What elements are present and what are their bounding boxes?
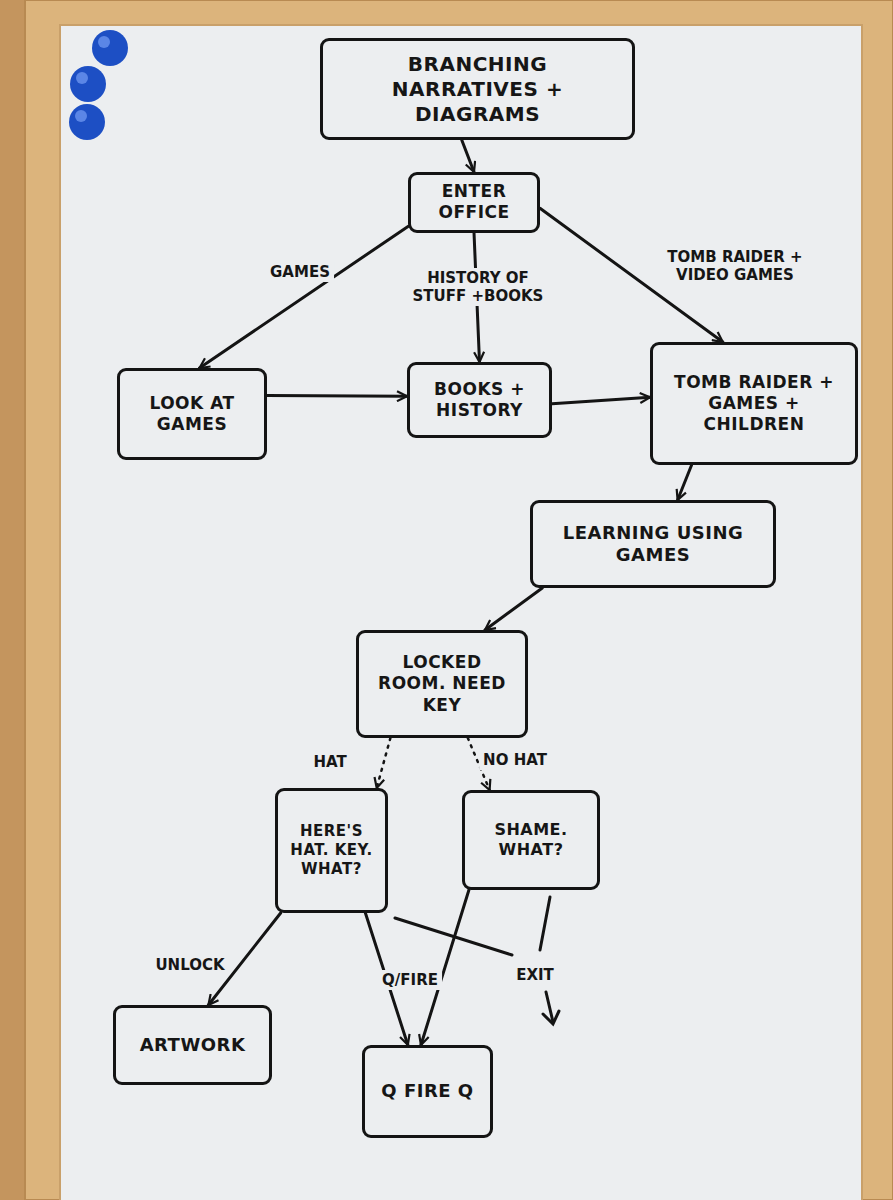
box-text: LOCKED ROOM. NEED KEY bbox=[367, 652, 517, 716]
edge-label: Q/FIRE bbox=[378, 970, 442, 990]
edge-label: NO HAT bbox=[479, 750, 551, 770]
exit-arrowhead bbox=[543, 1011, 559, 1024]
process-box: Q FIRE Q bbox=[362, 1045, 493, 1138]
process-box: BOOKS + HISTORY bbox=[407, 362, 552, 438]
process-box: LEARNING USING GAMES bbox=[530, 500, 776, 588]
box-text: ARTWORK bbox=[140, 1034, 246, 1057]
box-text: BOOKS + HISTORY bbox=[418, 379, 541, 422]
process-box: HERE'S HAT. KEY. WHAT? bbox=[275, 788, 388, 913]
process-box: LOCKED ROOM. NEED KEY bbox=[356, 630, 528, 738]
edge-label: TOMB RAIDER + VIDEO GAMES bbox=[656, 247, 814, 285]
process-box: TOMB RAIDER + GAMES + CHILDREN bbox=[650, 342, 858, 465]
magnet-shine bbox=[98, 36, 110, 48]
box-text: LOOK AT GAMES bbox=[128, 393, 256, 436]
arrow-connector bbox=[485, 588, 542, 630]
note-label: EXIT bbox=[512, 965, 558, 985]
box-text: SHAME. WHAT? bbox=[473, 820, 589, 860]
magnet bbox=[70, 66, 106, 102]
edge-label: GAMES bbox=[266, 262, 334, 282]
board-surface bbox=[60, 25, 862, 1200]
process-box: BRANCHING NARRATIVES + DIAGRAMS bbox=[320, 38, 635, 140]
process-box: ARTWORK bbox=[113, 1005, 272, 1085]
process-box: ENTER OFFICE bbox=[408, 172, 540, 233]
edge-label: UNLOCK bbox=[151, 955, 228, 975]
box-text: TOMB RAIDER + GAMES + CHILDREN bbox=[661, 372, 847, 436]
box-text: Q FIRE Q bbox=[381, 1080, 473, 1103]
exit-line bbox=[540, 897, 550, 950]
surface-edge bbox=[60, 25, 862, 1200]
magnet bbox=[69, 104, 105, 140]
arrow-connector bbox=[462, 140, 474, 172]
box-text: LEARNING USING GAMES bbox=[541, 522, 765, 567]
arrow-connector bbox=[678, 465, 692, 500]
arrow-connector bbox=[200, 226, 409, 368]
arrow-connector bbox=[421, 890, 469, 1045]
magnet-shine bbox=[76, 72, 88, 84]
process-box: LOOK AT GAMES bbox=[117, 368, 267, 460]
process-box: SHAME. WHAT? bbox=[462, 790, 600, 890]
magnet-shine bbox=[75, 110, 87, 122]
arrow-connector bbox=[267, 394, 407, 398]
edge-label: HISTORY OF STUFF +BOOKS bbox=[404, 268, 552, 306]
edge-label: HAT bbox=[309, 752, 350, 772]
magnet bbox=[92, 30, 128, 66]
box-text: HERE'S HAT. KEY. WHAT? bbox=[286, 822, 377, 878]
arrow-connector bbox=[377, 738, 391, 788]
arrow-connector bbox=[552, 397, 650, 403]
box-text: BRANCHING NARRATIVES + DIAGRAMS bbox=[331, 52, 624, 127]
box-text: ENTER OFFICE bbox=[419, 181, 529, 224]
